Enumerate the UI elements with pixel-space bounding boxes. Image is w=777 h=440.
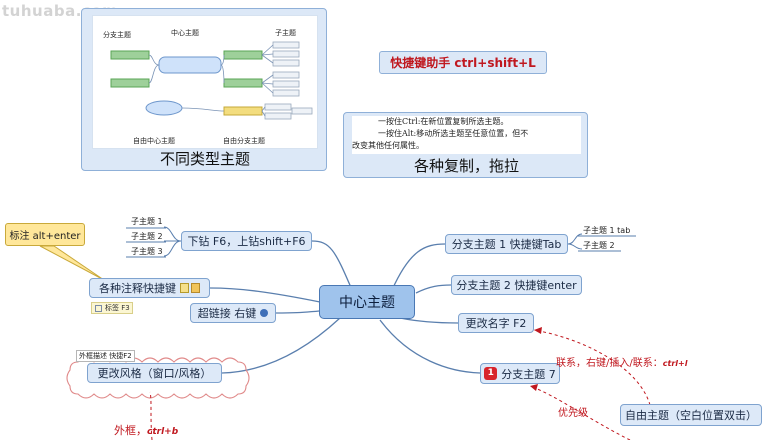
central-label: 中心主题 [339, 295, 395, 311]
thumb-label-center: 中心主题 [171, 29, 199, 37]
note-line-2: 一按住Alt:移动所选主题至任意位置，但不 [378, 129, 529, 138]
boundary-annotation: 外框，ctrl+b [114, 422, 178, 438]
priority-annotation: 优先级 [558, 408, 588, 419]
tag-icon [95, 304, 102, 312]
rename-label: 更改名字 F2 [465, 317, 527, 330]
priority-icon: 1 [484, 367, 498, 380]
priority-line [529, 385, 631, 440]
label-tag-text: 标签 F3 [105, 304, 130, 312]
branch2-topic[interactable]: 分支主题 2 快捷键enter [451, 275, 582, 295]
relationship-annotation: 联系，右键/插入/联系：ctrl+l [556, 354, 687, 369]
boundary-pointer-line [149, 391, 153, 440]
free-topic-label: 自由主题（空白位置双击） [625, 409, 757, 422]
notes-label: 各种注释快捷键 [99, 282, 176, 295]
connector-branch2 [415, 284, 452, 294]
notes-topic[interactable]: 各种注释快捷键 [89, 278, 210, 298]
relationship-line [533, 329, 651, 406]
note-line-1: 一按住Ctrl:在新位置复制所选主题。 [378, 117, 509, 126]
topic-types-panel: 分支主题 中心主题 子主题 自由中心主题 自由分支主题 不同类型主题 [81, 8, 327, 171]
boundary-shortcut: ctrl+b [147, 427, 179, 437]
branch1-topic[interactable]: 分支主题 1 快捷键Tab [445, 234, 568, 254]
thumb-label-free-center: 自由中心主题 [133, 137, 175, 145]
topic-types-thumbnail: 分支主题 中心主题 子主题 自由中心主题 自由分支主题 [92, 15, 318, 149]
branch7-label: 分支主题 7 [501, 367, 556, 381]
branch7-topic[interactable]: 1 分支主题 7 [480, 363, 560, 384]
boundary-cloud [66, 357, 250, 399]
copy-drag-note: 一按住Ctrl:在新位置复制所选主题。 一按住Alt:移动所选主题至任意位置，但… [352, 116, 581, 154]
style-topic[interactable]: 更改风格（窗口/风格） [87, 363, 222, 383]
callout-label: 标注 alt+enter [9, 231, 81, 242]
branch2-label: 分支主题 2 快捷键enter [456, 279, 577, 292]
thumb-label-free-branch: 自由分支主题 [223, 137, 265, 145]
drill-topic[interactable]: 下钻 F6，上钻shift+F6 [181, 231, 312, 251]
connector-style [221, 317, 341, 374]
branch1-subtopic-2[interactable]: 子主题 2 [583, 241, 615, 250]
boundary-title[interactable]: 外框描述 快捷F2 [76, 350, 135, 362]
copy-drag-panel: 一按住Ctrl:在新位置复制所选主题。 一按住Alt:移动所选主题至任意位置，但… [343, 112, 588, 178]
boundary-text: 外框， [114, 424, 147, 437]
hyperlink-topic[interactable]: 超链接 右键 [190, 303, 276, 323]
thumb-label-branch: 分支主题 [103, 31, 131, 39]
style-label: 更改风格（窗口/风格） [97, 367, 212, 380]
left-subtopic-3[interactable]: 子主题 3 [131, 247, 163, 256]
thumb-label-sub: 子主题 [275, 29, 296, 37]
label-tag[interactable]: 标签 F3 [91, 302, 133, 314]
note-line-3: 改变其他任何属性。 [352, 141, 424, 150]
branch1-label: 分支主题 1 快捷键Tab [451, 238, 562, 251]
rename-topic[interactable]: 更改名字 F2 [458, 313, 534, 333]
note-icon [180, 283, 189, 293]
callout-topic[interactable]: 标注 alt+enter [5, 223, 85, 246]
connector-branch7 [379, 319, 481, 374]
branch1-subtopic-1[interactable]: 子主题 1 tab [583, 226, 631, 235]
left-subtopic-2[interactable]: 子主题 2 [131, 232, 163, 241]
central-topic[interactable]: 中心主题 [319, 285, 415, 319]
shortcut-helper-box[interactable]: 快捷键助手 ctrl+shift+L [379, 51, 547, 74]
free-topic[interactable]: 自由主题（空白位置双击） [620, 404, 762, 426]
callout-pointer [39, 245, 105, 281]
connector-drill [311, 240, 353, 291]
topic-types-caption: 不同类型主题 [159, 150, 250, 168]
connector-branch1 [391, 243, 446, 291]
hyperlink-label: 超链接 右键 [197, 307, 257, 320]
copy-drag-caption: 各种复制，拖拉 [413, 157, 519, 175]
left-subtopic-1[interactable]: 子主题 1 [131, 217, 163, 226]
attachment-icon [191, 283, 200, 293]
connector-notes [209, 287, 321, 303]
shortcut-helper-text: 快捷键助手 ctrl+shift+L [390, 56, 536, 70]
relationship-text: 联系，右键/插入/联系： [556, 358, 663, 369]
thumbnail-diagram [110, 41, 313, 120]
relationship-shortcut: ctrl+l [662, 359, 688, 368]
drill-label: 下钻 F6，上钻shift+F6 [187, 235, 306, 248]
link-icon [260, 309, 269, 317]
